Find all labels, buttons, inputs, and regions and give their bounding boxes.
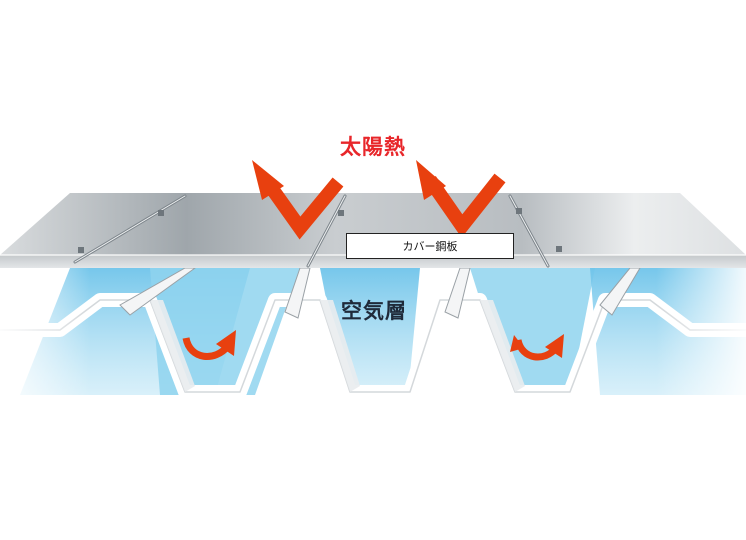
- air-layer-fill: [20, 268, 746, 395]
- air-layer-label: 空気層: [341, 299, 407, 323]
- reflected-heat-arrow-left: [262, 177, 344, 240]
- arrow-head-left: [252, 160, 284, 200]
- arrow-head-right: [416, 160, 446, 200]
- cover-sheet-callout: カバー鋼板: [346, 233, 514, 259]
- standing-seams: [73, 194, 562, 268]
- deck-inner-shading: [150, 300, 525, 392]
- reflected-heat-arrow-right: [424, 173, 506, 238]
- circulation-arrow-right: [510, 334, 564, 361]
- circulation-arrow-left: [182, 330, 236, 360]
- solar-heat-label: 太陽熱: [340, 135, 406, 159]
- cover-steel-sheet: [0, 193, 746, 268]
- cover-sheet-label: カバー鋼板: [402, 240, 458, 253]
